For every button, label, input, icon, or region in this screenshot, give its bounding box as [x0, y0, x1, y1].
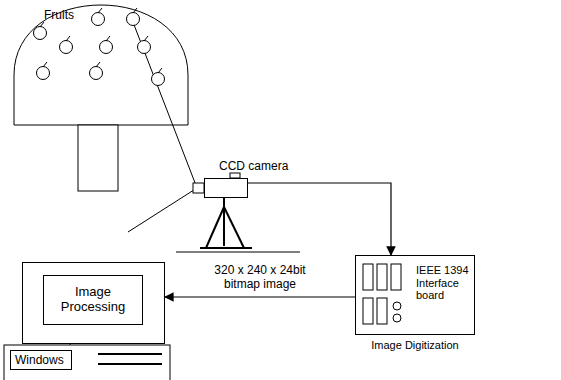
tripod-feet [200, 247, 252, 249]
tree-trunk [78, 125, 118, 191]
view-line [131, 17, 197, 188]
node-label: CCD camera [219, 160, 288, 174]
node-label: Windows [15, 354, 64, 368]
fruit [92, 8, 105, 26]
fruit [138, 36, 151, 54]
ccd-camera: CCD camera [204, 178, 248, 198]
tripod-leg [206, 207, 224, 248]
tree: Fruits [12, 3, 190, 193]
node-label: Image Processing [43, 275, 143, 325]
board-components [356, 256, 414, 332]
ground-line [176, 252, 300, 253]
fruit [34, 22, 47, 40]
tree-crown [14, 5, 188, 125]
drive-slot [98, 363, 162, 365]
fruit [152, 68, 165, 86]
fruit [100, 36, 113, 54]
node-label: IEEE 1394 Interface board [416, 264, 472, 302]
node-label: Fruits [44, 9, 74, 23]
interface-board: IEEE 1394 Interface boardImage Digitizat… [355, 255, 475, 335]
tripod-leg [223, 207, 225, 246]
connector-arrow [165, 296, 355, 297]
drive-slot [98, 353, 162, 355]
fruit [90, 62, 103, 80]
windows-box: Windows [10, 350, 72, 370]
monitor: Image Processing [22, 262, 165, 344]
computer-base [4, 345, 170, 380]
fruit [37, 62, 50, 80]
tripod-leg [224, 207, 244, 248]
tree-illustration [12, 3, 190, 193]
fruit [127, 8, 140, 26]
connector-arrow [248, 183, 391, 255]
camera-lens [193, 183, 204, 193]
view-line [128, 188, 197, 232]
caption-label: Image Digitization [356, 339, 474, 352]
edge-label: 320 x 240 x 24bit bitmap image [201, 264, 319, 292]
tripod-head [223, 198, 225, 207]
fruit [60, 36, 73, 54]
